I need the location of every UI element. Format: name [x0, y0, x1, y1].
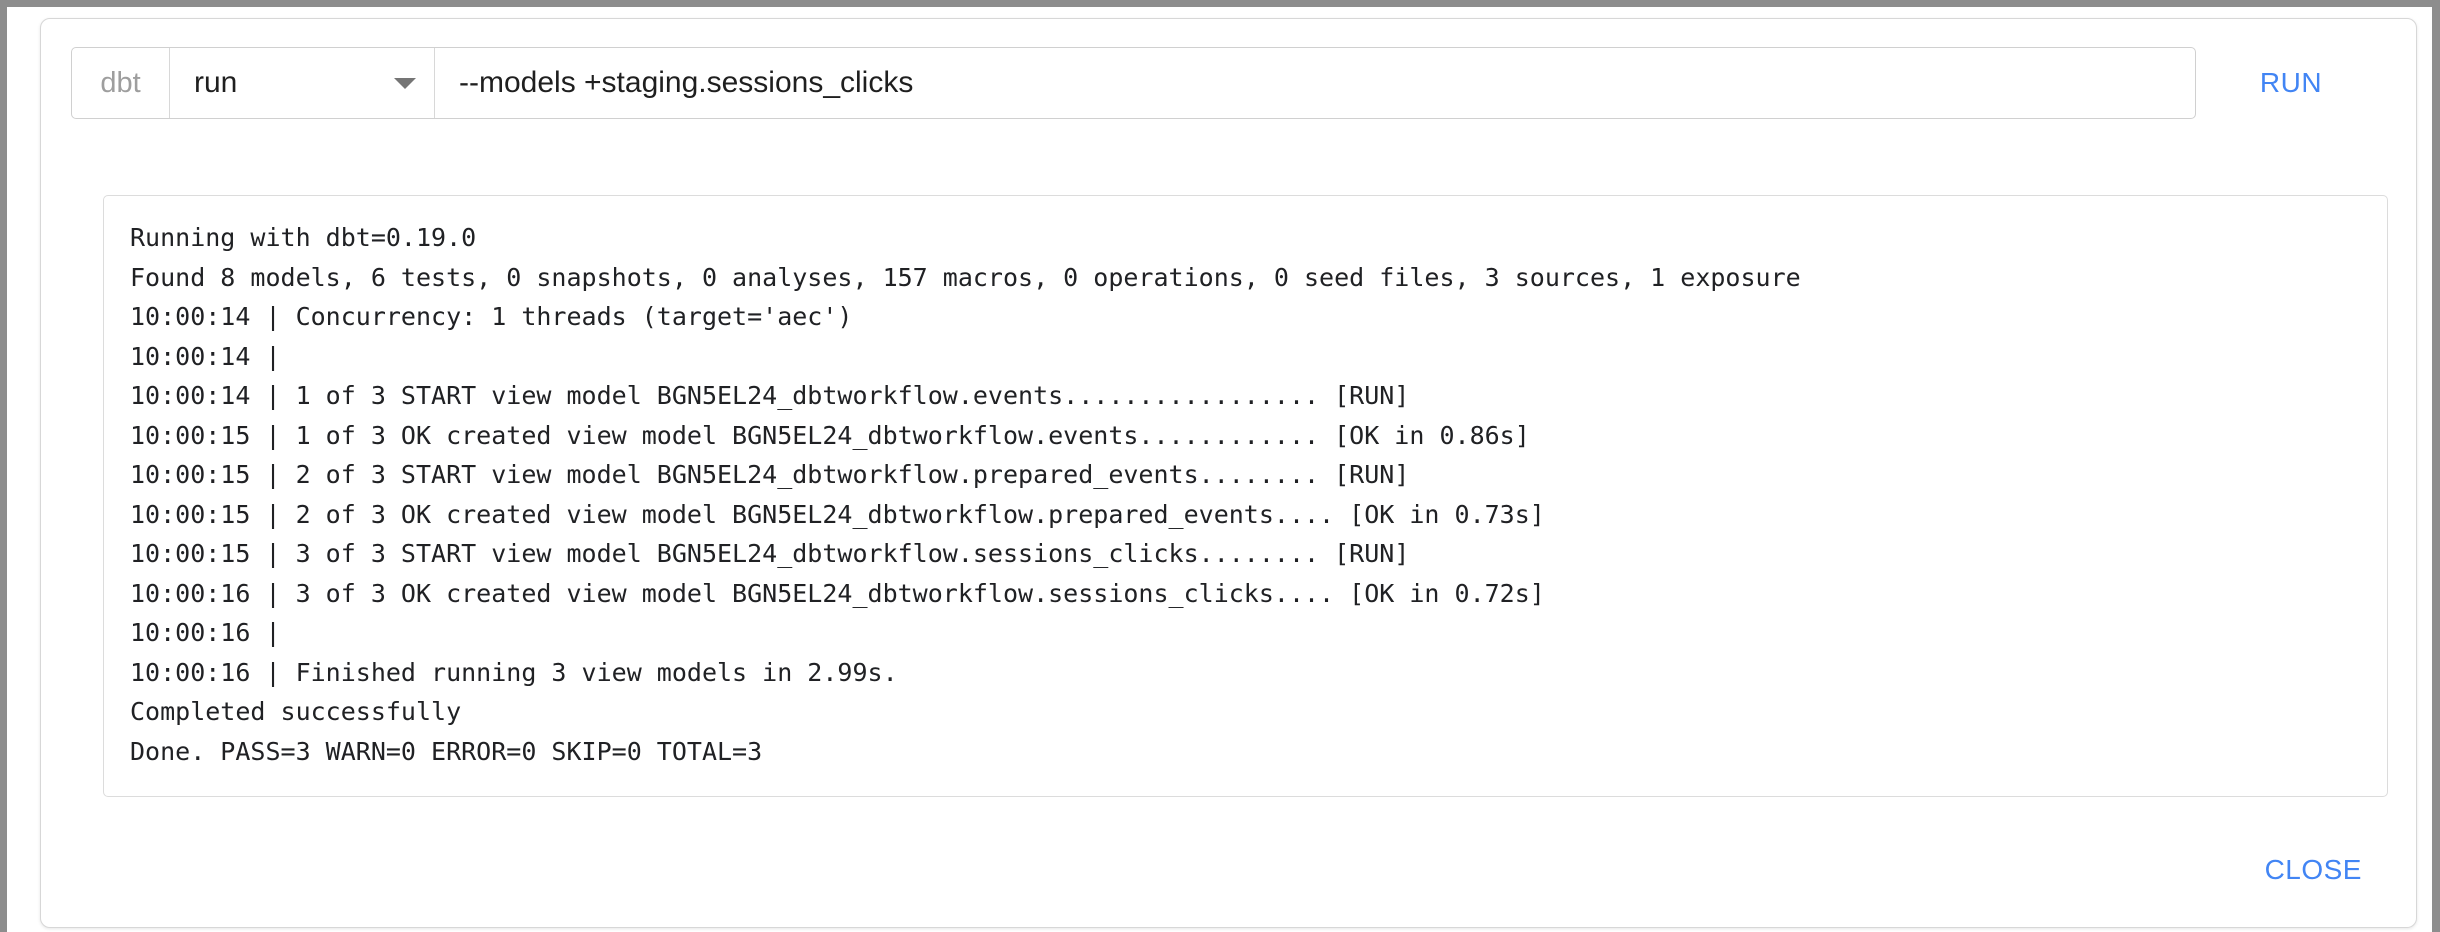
log-output-panel[interactable]: Running with dbt=0.19.0 Found 8 models, …	[103, 195, 2388, 797]
dbt-prefix-label: dbt	[72, 48, 170, 118]
command-args-input[interactable]	[435, 48, 2195, 118]
dialog-footer: CLOSE	[71, 835, 2386, 905]
close-button[interactable]: CLOSE	[2241, 846, 2386, 894]
chevron-down-icon	[394, 77, 416, 89]
log-output-text: Running with dbt=0.19.0 Found 8 models, …	[130, 223, 1801, 766]
command-select-value: run	[194, 66, 238, 99]
command-input-group: dbt run	[71, 47, 2196, 119]
command-select[interactable]: run	[170, 48, 435, 118]
run-button[interactable]: RUN	[2196, 47, 2386, 119]
dbt-run-dialog: dbt run RUN Running with dbt=0.19.0 Foun…	[40, 18, 2417, 928]
command-bar: dbt run RUN	[71, 47, 2386, 119]
